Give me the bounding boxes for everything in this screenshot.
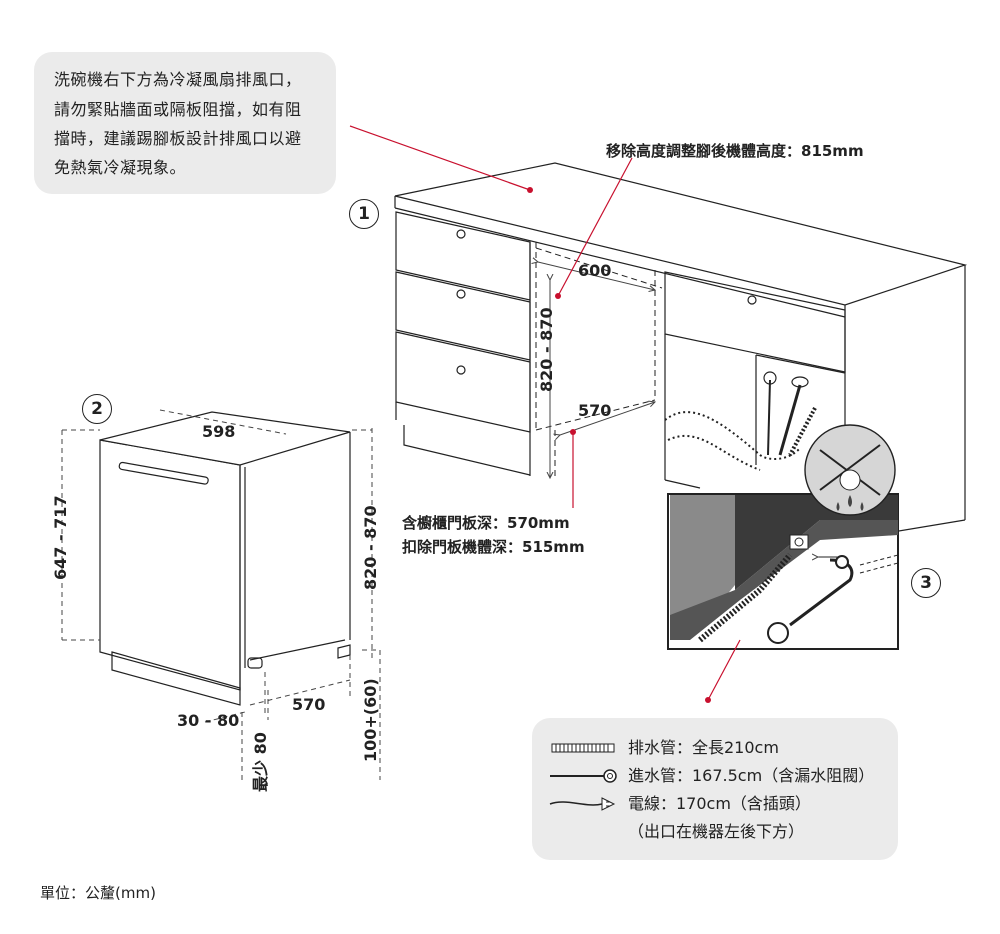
- dishwasher-height-dimension: 820 - 870: [361, 505, 380, 590]
- legend-row-drain: 排水管：全長210cm: [532, 736, 898, 760]
- legend-power-text: 電線：170cm（含插頭）: [628, 794, 811, 813]
- vent-detail-drawing: [667, 493, 899, 650]
- cabinet-dimension-lines: [538, 262, 655, 478]
- legend-row-inlet: 進水管：167.5cm（含漏水阻閥）: [532, 764, 898, 788]
- figure-3-badge: 3: [911, 568, 941, 598]
- figure-1-badge: 1: [349, 199, 379, 229]
- cabinet-depth-dimension: 570: [578, 401, 612, 420]
- legend-row-power: 電線：170cm（含插頭）: [532, 792, 898, 816]
- cabinet-height-dimension: 820 - 870: [537, 307, 556, 392]
- figure-2-badge: 2: [82, 394, 112, 424]
- legend-outlet-text: （出口在機器左後下方）: [628, 822, 805, 841]
- leader-lines: [349, 125, 741, 701]
- note-line-3: 擋時，建議踢腳板設計排風口以避: [54, 129, 302, 148]
- depth-with-door-label: 含櫥櫃門板深：570mm: [402, 514, 570, 532]
- dishwasher-gap-dimension: 30 - 80: [177, 711, 240, 730]
- cabinet-width-dimension: 600: [578, 261, 612, 280]
- note-line-2: 請勿緊貼牆面或隔板阻擋，如有阻: [54, 100, 302, 119]
- dishwasher-depth-dimension: 570: [292, 695, 326, 714]
- dishwasher-door-height-dimension: 647 - 717: [51, 495, 70, 580]
- drain-hose-icon: [546, 736, 620, 760]
- power-plug-icon: [546, 792, 620, 816]
- drip-detail-circle: [804, 424, 896, 516]
- note-line-1: 洗碗機右下方為冷凝風扇排風口，: [54, 70, 302, 89]
- inlet-hose-icon: [546, 764, 620, 788]
- leader-dots: [527, 187, 711, 703]
- kitchen-cabinet-drawing: [394, 162, 968, 541]
- dishwasher-plinth-dimension: 100+(60): [361, 678, 380, 762]
- unit-label: 單位：公釐(mm): [40, 884, 156, 902]
- legend-drain-text: 排水管：全長210cm: [628, 738, 779, 757]
- legend-row-outlet: （出口在機器左後下方）: [532, 820, 898, 844]
- dishwasher-width-dimension: 598: [202, 422, 236, 441]
- depth-without-door-label: 扣除門板機體深：515mm: [402, 538, 585, 556]
- dishwasher-dimension-lines: [61, 409, 381, 780]
- ventilation-note-box: 洗碗機右下方為冷凝風扇排風口， 請勿緊貼牆面或隔板阻擋，如有阻 擋時，建議踢腳板…: [34, 52, 336, 194]
- dishwasher-drawing: [99, 411, 351, 706]
- cabinet-height-label: 移除高度調整腳後機體高度：815mm: [606, 142, 864, 160]
- hose-legend-box: 排水管：全長210cm 進水管：167.5cm（含漏水阻閥） 電線：170cm（…: [532, 718, 898, 860]
- legend-inlet-text: 進水管：167.5cm（含漏水阻閥）: [628, 766, 875, 785]
- note-line-4: 免熱氣冷凝現象。: [54, 158, 187, 177]
- dishwasher-min-dimension: 最少 80: [251, 732, 270, 792]
